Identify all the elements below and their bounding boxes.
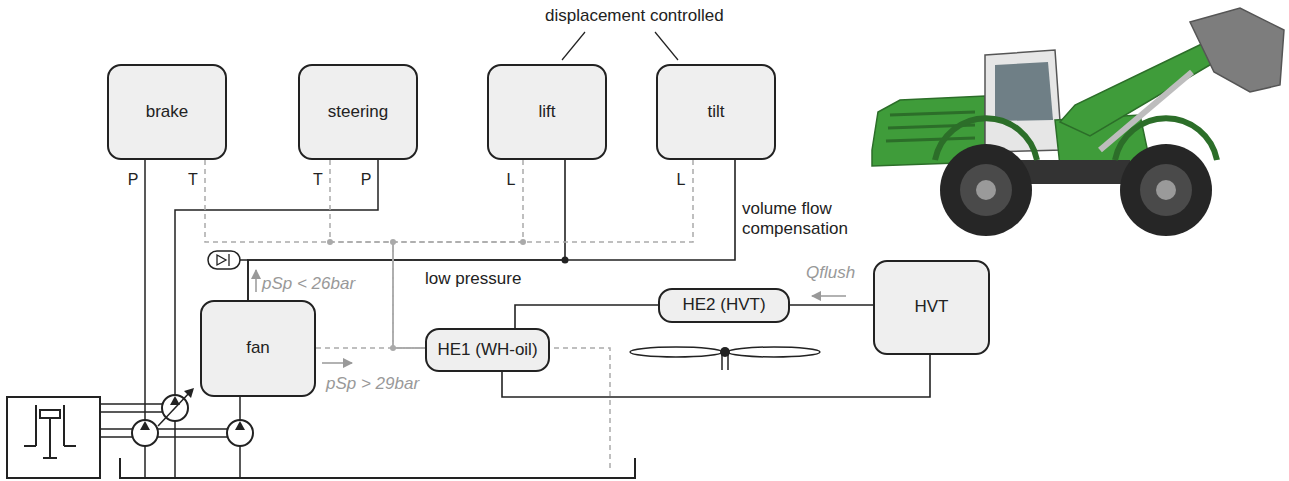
- cylinder-wall: [35, 405, 37, 446]
- pressure-line: [144, 160, 146, 420]
- pump-triangle: [140, 421, 150, 430]
- fan-hub: [720, 347, 730, 357]
- variable-arrow: [158, 391, 191, 426]
- annotation: volume flow compensation: [742, 199, 872, 240]
- component-box: fan: [200, 300, 316, 397]
- pressure-line: [240, 259, 248, 261]
- junction-dot: [520, 239, 526, 245]
- box-label: HVT: [915, 297, 949, 317]
- piston-rod: [49, 418, 51, 458]
- loader-rim: [960, 164, 1012, 216]
- box-label: fan: [246, 338, 270, 358]
- cylinder-base: [24, 445, 36, 447]
- port-name: P: [128, 170, 139, 189]
- check-valve: [208, 251, 240, 269]
- pressure-line: [239, 397, 241, 420]
- loader-stripe: [886, 138, 975, 141]
- return-line: [393, 160, 693, 348]
- shaft-line: [100, 428, 132, 430]
- fan-blade: [630, 347, 722, 357]
- cylinder-wall: [63, 405, 65, 446]
- leader-line: [562, 32, 585, 60]
- hydraulic-line: [248, 160, 735, 300]
- suction-line: [174, 421, 176, 478]
- component-box: HVT: [873, 260, 990, 355]
- pump-symbol: [132, 420, 158, 446]
- drain-line: [545, 348, 610, 472]
- loader-cylinder: [1100, 72, 1192, 150]
- loader-tire: [940, 144, 1032, 236]
- component-box: lift: [487, 64, 607, 160]
- component-box: steering: [298, 64, 418, 160]
- shaft-line: [100, 436, 132, 438]
- valve-seat: [228, 254, 229, 266]
- engine-symbol: [7, 397, 100, 478]
- valve-triangle: [217, 255, 226, 265]
- shaft-line: [100, 411, 162, 413]
- valve-body: [208, 251, 240, 269]
- fan-blade: [728, 347, 820, 357]
- port-name: P: [361, 170, 372, 189]
- box-label: steering: [328, 102, 388, 122]
- flow-arrow: [322, 362, 352, 364]
- hydraulic-line: [248, 160, 565, 300]
- component-box: brake: [107, 64, 227, 160]
- hydraulic-line: [515, 305, 658, 328]
- shaft-line: [100, 403, 162, 405]
- flow-arrow: [812, 295, 846, 297]
- flow-arrows: [256, 270, 846, 363]
- tank: [120, 458, 635, 478]
- cylinder-base: [64, 445, 76, 447]
- port-name: T: [313, 170, 323, 189]
- component-box: HE1 (WH-oil): [425, 328, 550, 372]
- pump-triangle: [235, 421, 245, 430]
- ground-mark: [43, 457, 57, 459]
- component-box: tilt: [656, 64, 776, 160]
- piston: [40, 410, 60, 418]
- suction-line: [239, 446, 241, 478]
- cooling-fan-symbol: [630, 347, 820, 370]
- port-name: T: [188, 170, 198, 189]
- loader-stripe: [890, 112, 975, 115]
- leader-line: [655, 32, 678, 60]
- leader-lines: [562, 32, 678, 60]
- return-line: [393, 160, 523, 348]
- hydraulic-lines: [120, 160, 635, 478]
- port-name: L: [507, 170, 516, 189]
- loader-rim: [1140, 164, 1192, 216]
- loader-tire: [1120, 144, 1212, 236]
- loader-chassis: [1020, 160, 1130, 184]
- loader-hub: [976, 180, 996, 200]
- annotation: displacement controlled: [545, 6, 724, 26]
- flow-note: Qflush: [806, 263, 855, 283]
- box-label: brake: [146, 102, 189, 122]
- box-label: tilt: [708, 102, 725, 122]
- suction-line: [144, 446, 146, 478]
- pressure-note: pSp < 26bar: [262, 274, 355, 294]
- pump-symbol: [227, 420, 253, 446]
- loader-window: [995, 62, 1053, 121]
- wheel-loader-picture: [872, 8, 1284, 236]
- shaft-line: [158, 428, 227, 430]
- return-line: [330, 160, 425, 348]
- engine-box: [7, 397, 100, 478]
- loader-hub: [1156, 180, 1176, 200]
- annotation: low pressure: [425, 269, 521, 289]
- flow-arrow: [255, 270, 257, 292]
- variable-arrow-head: [184, 388, 194, 398]
- box-label: lift: [539, 102, 556, 122]
- pressure-note: pSp > 29bar: [326, 374, 419, 394]
- port-name: L: [677, 170, 686, 189]
- component-box: HE2 (HVT): [658, 288, 790, 323]
- box-label: HE2 (HVT): [682, 295, 765, 315]
- junction-dot: [390, 345, 396, 351]
- junction-dot: [327, 239, 333, 245]
- hydraulic-line: [790, 304, 873, 306]
- shaft-line: [158, 436, 227, 438]
- junction-dot: [562, 257, 569, 264]
- box-label: HE1 (WH-oil): [437, 340, 537, 360]
- loader-bucket: [1190, 8, 1284, 92]
- junction-dot: [390, 239, 396, 245]
- hydraulic-line: [502, 355, 930, 397]
